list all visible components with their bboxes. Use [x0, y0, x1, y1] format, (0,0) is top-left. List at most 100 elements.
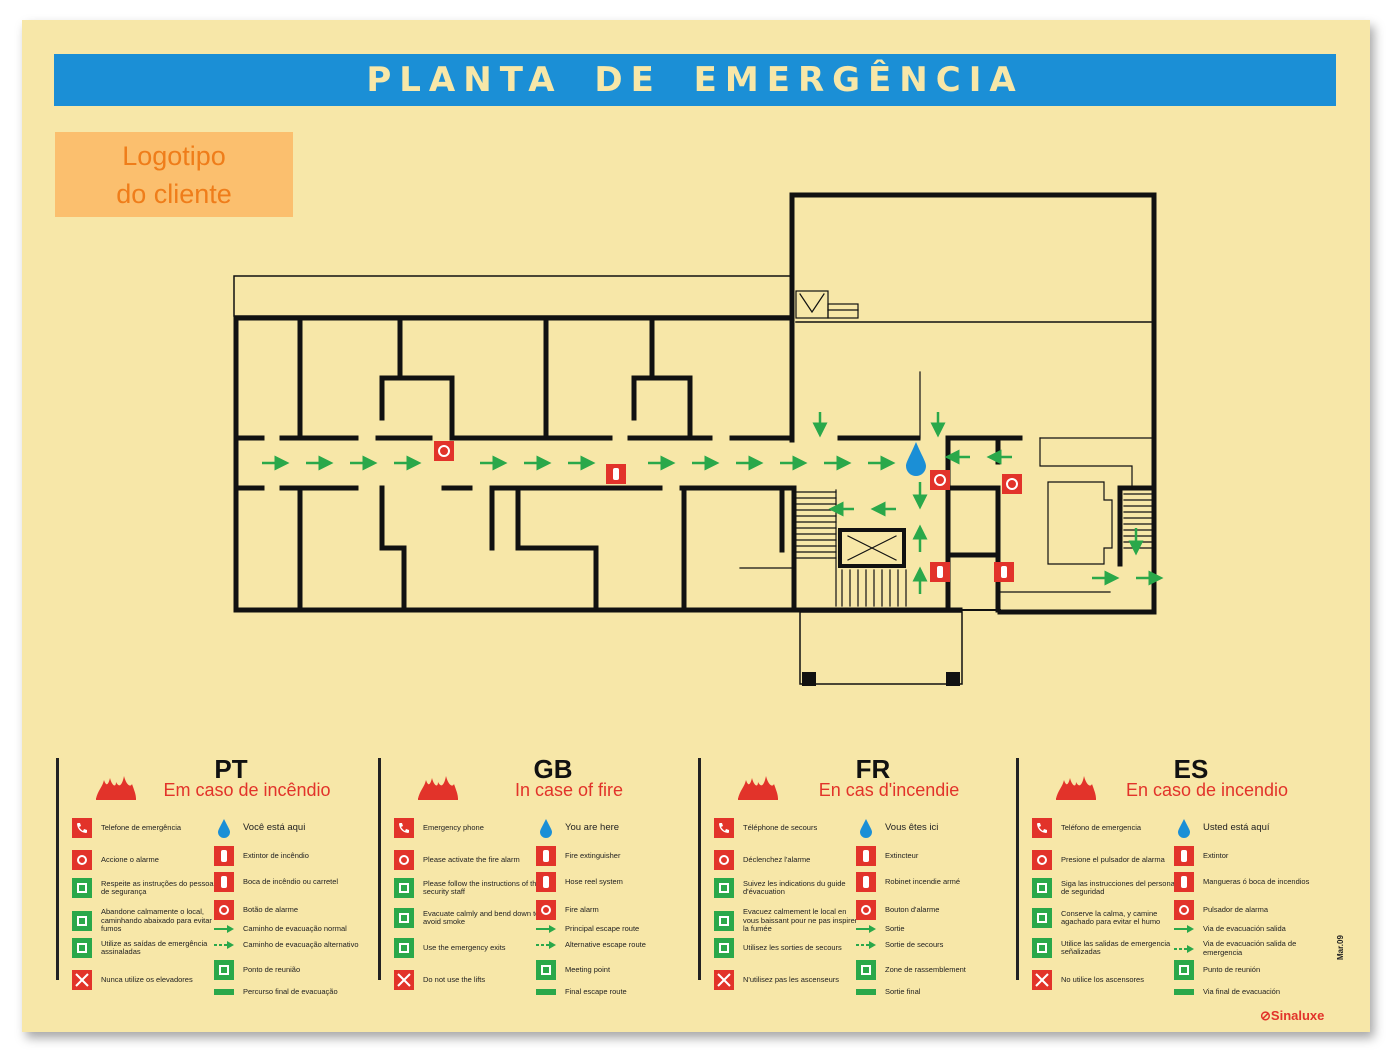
you-are-here-icon — [906, 442, 926, 476]
legend-instruction-text: Nunca utilize os elevadores — [101, 974, 193, 984]
legend-instruction-text: Déclenchez l'alarme — [743, 854, 811, 864]
legend-symbol: Sortie final — [856, 982, 1017, 1002]
legend-symbol-text: Via de evacuación salida — [1203, 923, 1286, 933]
legend-instruction: Emergency phone — [394, 818, 543, 838]
legend-symbol: Sortie — [856, 924, 1017, 934]
arrow-dashed-icon — [536, 940, 556, 950]
you-are-here-icon — [536, 818, 556, 838]
legend-symbol: Hose reel system — [536, 872, 697, 892]
exit-icon — [714, 938, 734, 958]
hose-icon — [214, 872, 234, 892]
legend-instruction-text: No utilice los ascensores — [1061, 974, 1144, 984]
east-staircase — [1123, 493, 1153, 549]
meeting-point-icon — [214, 960, 234, 980]
client-logo-placeholder: Logotipo do cliente — [55, 132, 293, 217]
porch-pillar-right — [946, 672, 960, 686]
legend-symbol: Via final de evacuación — [1174, 982, 1335, 1002]
alarm-button-icon — [1174, 900, 1194, 920]
legend-instruction: Evacuez calmement le local en vous baiss… — [714, 907, 863, 934]
legend-symbol-text: Mangueras ó boca de incendios — [1203, 876, 1310, 886]
legend-instruction-text: Please follow the instructions of the se… — [423, 878, 541, 896]
legend-symbol-text: Caminho de evacuação alternativo — [243, 939, 359, 949]
legend-instruction: Conserve la calma, y camine agachado par… — [1032, 908, 1181, 928]
logo-line-2: do cliente — [116, 179, 232, 209]
extinguisher-icon — [536, 846, 556, 866]
legend-symbol-text: Sortie de secours — [885, 939, 944, 949]
legend-instruction-text: Evacuate calmly and bend down to avoid s… — [423, 908, 540, 926]
legend-symbol: Principal escape route — [536, 924, 697, 934]
alarm-button-icon — [930, 470, 950, 490]
staff-icon — [72, 878, 92, 898]
legend-symbol-text: Extincteur — [885, 850, 919, 860]
legend-symbol-text: Vous êtes ici — [885, 821, 939, 833]
final-route-icon — [1174, 982, 1194, 1002]
entrance-porch — [799, 611, 963, 685]
legend-symbol-text: Punto de reunión — [1203, 964, 1261, 974]
legend-symbol: Robinet incendie armé — [856, 872, 1017, 892]
legend-instruction-text: Emergency phone — [423, 822, 484, 832]
legend-symbol: Fire alarm — [536, 900, 697, 920]
legend-instruction: Please activate the fire alarm — [394, 850, 543, 870]
staircase — [795, 489, 907, 607]
legend-symbol: Via de evacuación salida — [1174, 924, 1335, 934]
legend-symbol: Boca de incêndio ou carretel — [214, 872, 375, 892]
you-are-here-icon — [856, 818, 876, 838]
fire-icon — [96, 776, 136, 800]
no-lift-icon — [1032, 970, 1052, 990]
arrow-dashed-icon — [214, 940, 234, 950]
legend-symbol-text: Boca de incêndio ou carretel — [243, 876, 339, 886]
legend-instruction: Téléphone de secours — [714, 818, 863, 838]
final-route-icon — [536, 982, 556, 1002]
legend-language: GB — [533, 754, 573, 784]
legend-instruction-text: Utilize as saídas de emergência assinala… — [101, 938, 208, 956]
legend-instruction: Accione o alarme — [72, 850, 221, 870]
final-route-icon — [856, 982, 876, 1002]
legend-instruction: Telefone de emergência — [72, 818, 221, 838]
escape-route-arrows — [262, 412, 1164, 594]
no-lift-icon — [714, 970, 734, 990]
alarm-button-icon — [856, 900, 876, 920]
evacuate-icon — [72, 910, 92, 931]
hose-icon — [1174, 872, 1194, 892]
extinguisher-icon — [930, 562, 950, 582]
legend-instruction: Nunca utilize os elevadores — [72, 970, 221, 990]
legend-fire-title: En cas d'incendie — [818, 780, 960, 800]
legend-instruction: Do not use the lifts — [394, 970, 543, 990]
legend-instruction-text: Respeite as instruções do pessoal de seg… — [101, 878, 216, 896]
legend-instruction: Utilisez les sorties de secours — [714, 938, 863, 958]
hose-icon — [536, 872, 556, 892]
legend-instruction: Utilice las salidas de emergencia señali… — [1032, 938, 1181, 958]
legend-instruction: Teléfono de emergencia — [1032, 818, 1181, 838]
legend-symbol: Punto de reunión — [1174, 960, 1335, 980]
legend-instruction: Evacuate calmly and bend down to avoid s… — [394, 908, 543, 928]
you-are-here-icon — [214, 818, 234, 838]
extinguisher-icon — [994, 562, 1014, 582]
legend-symbol-text: Hose reel system — [565, 876, 623, 886]
exit-icon — [72, 938, 92, 958]
legend-divider — [698, 758, 701, 980]
legend-symbol: Sortie de secours — [856, 940, 1017, 950]
fire-icon — [418, 776, 458, 800]
legend-symbol: Extintor de incêndio — [214, 846, 375, 866]
legend-symbol: Zone de rassemblement — [856, 960, 1017, 980]
staff-icon — [1032, 878, 1052, 898]
evacuate-icon — [714, 910, 734, 931]
legend-instruction-text: Do not use the lifts — [423, 974, 486, 984]
hose-icon — [856, 872, 876, 892]
legend-symbol-text: Pulsador de alarma — [1203, 904, 1269, 914]
legend-instruction-text: Utilice las salidas de emergencia señali… — [1061, 938, 1171, 956]
legend-instruction-text: Utilisez les sorties de secours — [743, 942, 842, 952]
arrow-solid-icon — [1174, 924, 1194, 934]
legend-symbol: Meeting point — [536, 960, 697, 980]
legend-symbol: Ponto de reunião — [214, 960, 375, 980]
evacuate-icon — [1032, 908, 1052, 928]
emergency-plan-sign: PLANTA DE EMERGÊNCIA Logotipo do cliente — [22, 20, 1370, 1032]
legend-symbol: Alternative escape route — [536, 940, 697, 950]
exit-icon — [1032, 938, 1052, 958]
legend-symbol-text: Alternative escape route — [565, 939, 646, 949]
brand-name: Sinaluxe — [1270, 1008, 1325, 1023]
legend-fire-title: En caso de incendio — [1125, 780, 1289, 800]
